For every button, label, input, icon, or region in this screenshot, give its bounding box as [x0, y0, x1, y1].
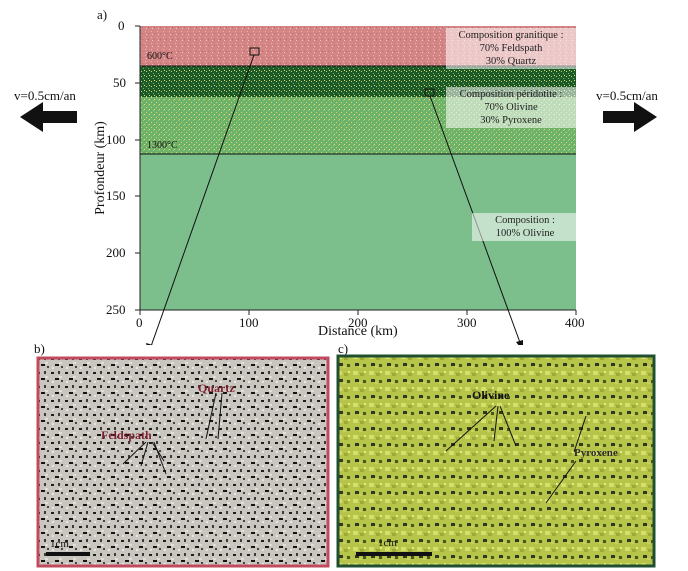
sample-box-crust [249, 47, 260, 56]
pointer-line-b [150, 54, 255, 345]
x-tick-300: 300 [457, 315, 477, 330]
x-ticks [139, 310, 577, 315]
scale-bar-b [46, 552, 90, 556]
crust-composition-feldspath: 70% Feldspath [479, 43, 543, 54]
crust-composition-quartz: 30% Quartz [485, 56, 537, 67]
y-tick-100: 100 [106, 132, 126, 147]
mantle-composition-pyroxene: 30% Pyroxene [480, 115, 542, 126]
isotherm-600-label: 600°C [147, 51, 173, 62]
y-tick-250: 250 [106, 302, 126, 317]
panel-label-b: b) [34, 341, 45, 356]
left-arrow-icon [20, 102, 77, 132]
x-tick-0: 0 [136, 315, 143, 330]
scale-label-b: 1cm [50, 538, 69, 550]
y-tick-50: 50 [113, 75, 126, 90]
y-tick-0: 0 [118, 18, 125, 33]
x-axis-title: Distance (km) [318, 324, 398, 339]
scale-bar-c [356, 552, 432, 556]
crust-composition-title: Composition granitique : [458, 30, 564, 41]
mantle-composition-olivine: 70% Olivine [484, 102, 538, 113]
granite-photo [36, 356, 330, 568]
x-tick-200: 200 [348, 315, 368, 330]
x-tick-100: 100 [239, 315, 259, 330]
quartz-label: Quartz [198, 381, 235, 395]
olivine-label: Olivine [472, 388, 510, 402]
feldspath-label: Feldspath [101, 428, 152, 442]
asthenosphere-composition-box: Composition : 100% Olivine [472, 213, 578, 241]
pointer-head-c [516, 340, 523, 345]
isotherm-1300-label: 1300°C [147, 140, 178, 151]
pyroxene-label: Pyroxene [574, 447, 618, 459]
scale-label-c: 1cm [378, 537, 397, 549]
pointer-head-b [146, 343, 153, 345]
panel-label-a: a) [97, 7, 108, 22]
sample-box-mantle [424, 88, 435, 97]
y-axis-title: Profondeur (km) [93, 121, 108, 215]
y-ticks [135, 25, 140, 311]
velocity-left-label: v=0.5cm/an [14, 88, 76, 103]
y-tick-200: 200 [106, 245, 126, 260]
asthenosphere-composition-title: Composition : [495, 215, 555, 226]
mantle-composition-title: Composition péridotite : [459, 89, 563, 100]
x-tick-400: 400 [565, 315, 585, 330]
y-tick-150: 150 [106, 188, 126, 203]
crust-composition-box: Composition granitique : 70% Feldspath 3… [446, 28, 576, 69]
right-arrow-icon [603, 102, 657, 132]
mantle-composition-box: Composition péridotite : 70% Olivine 30%… [446, 87, 576, 128]
peridotite-photo [336, 354, 656, 568]
asthenosphere-composition-olivine: 100% Olivine [495, 228, 555, 239]
panel-label-c: c) [338, 341, 349, 356]
velocity-right-label: v=0.5cm/an [596, 88, 658, 103]
